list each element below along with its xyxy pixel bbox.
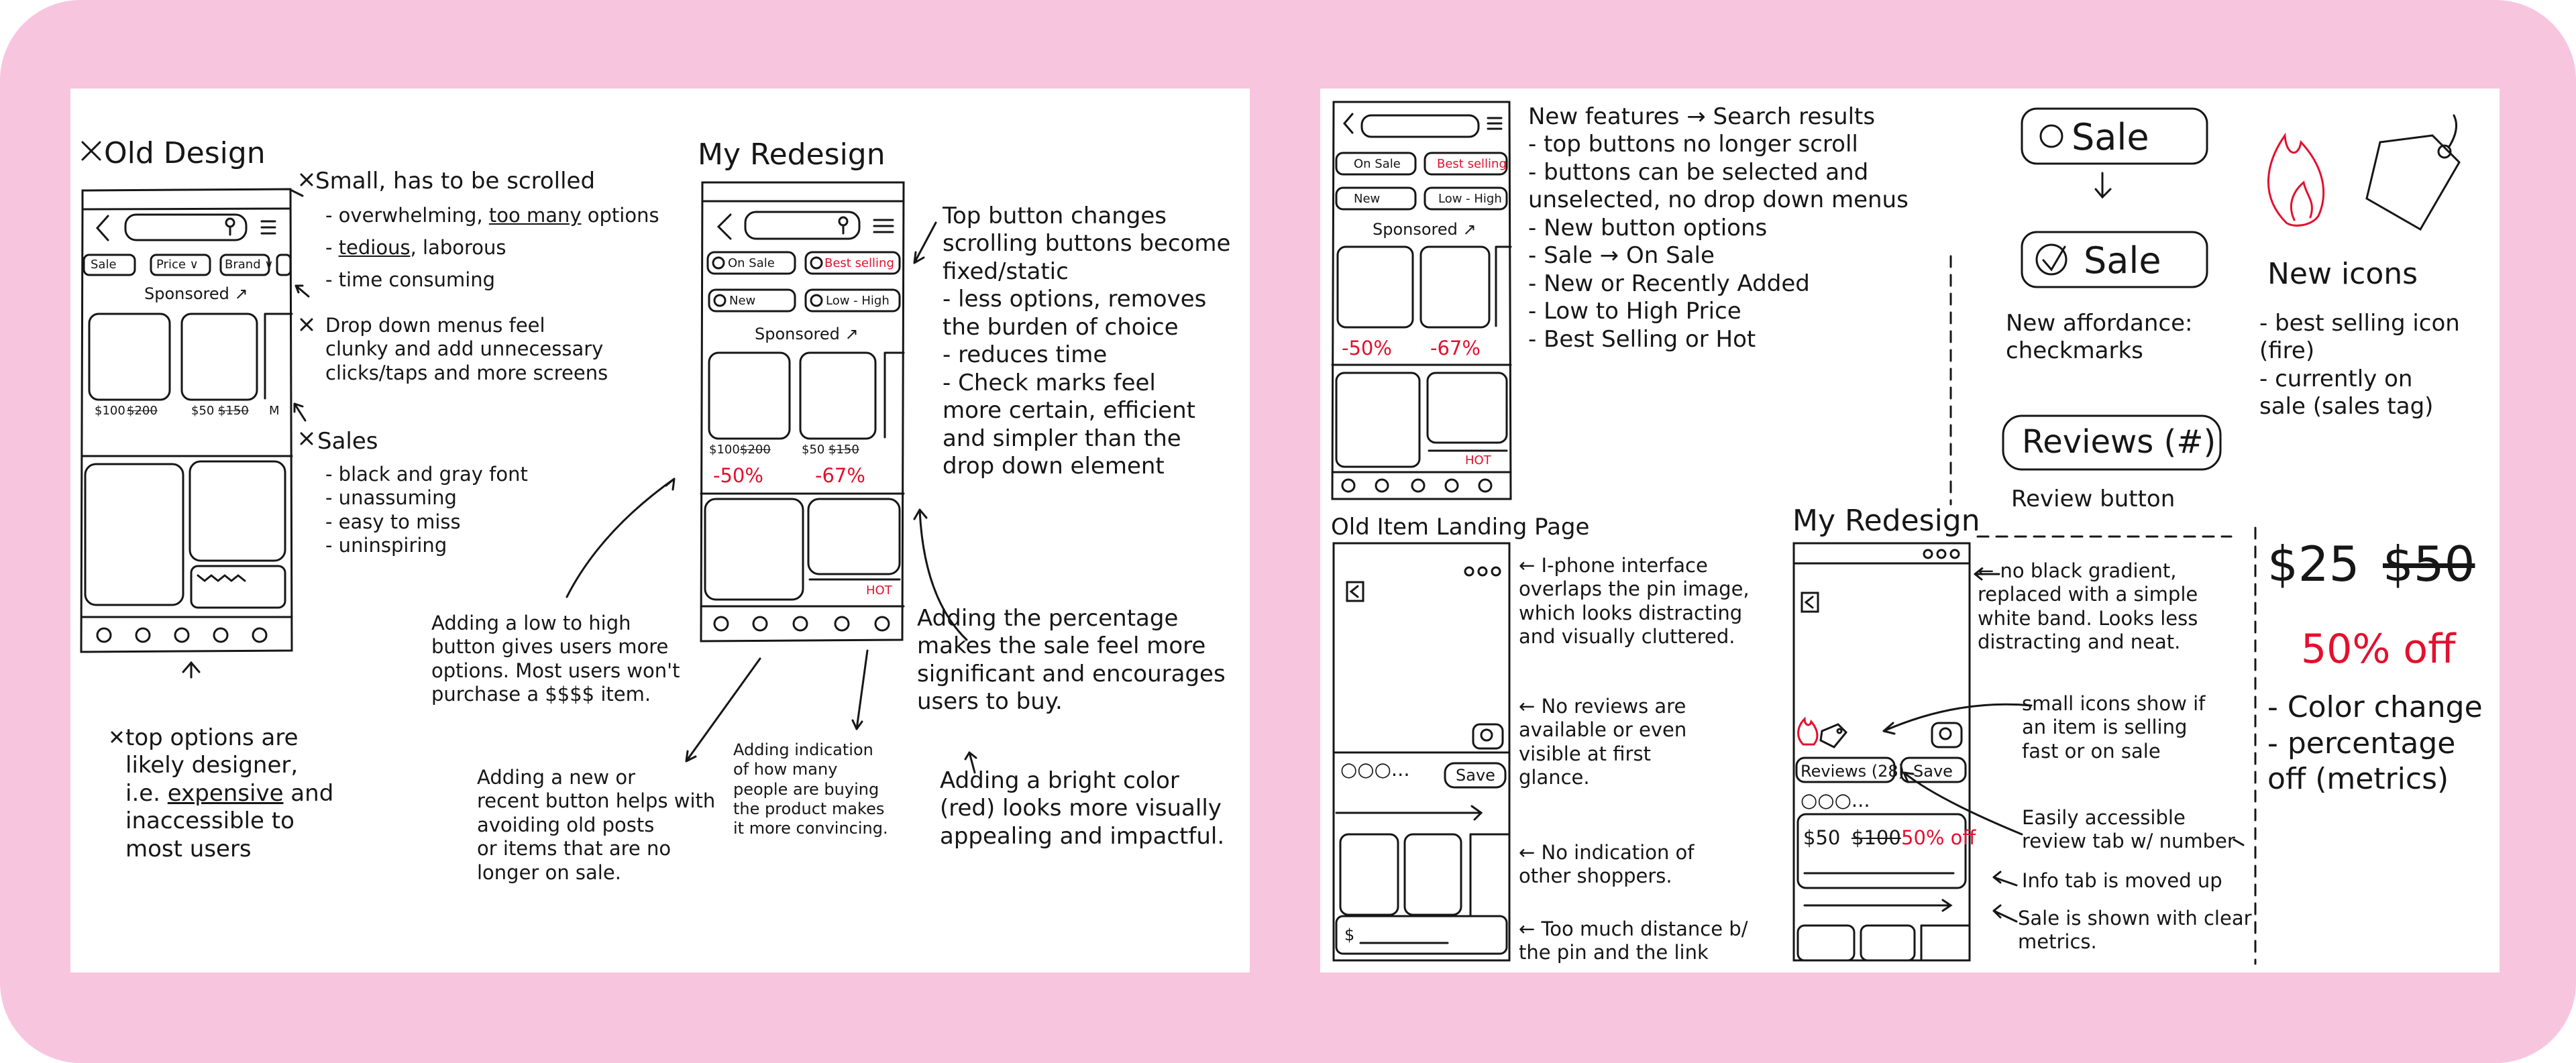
new-item-price: $50 [1803,826,1841,849]
note-top-button: Top button changes scrolling buttons bec… [943,203,1231,480]
btn-on-sale: On Sale [728,256,775,270]
old-price-2: $50 [191,404,215,418]
note-new-button: Adding a new or recent button helps with… [477,766,716,884]
old-item-title: Old Item Landing Page [1331,514,1590,541]
old-design-title: Old Design [104,136,266,170]
btn-low-high: Low - High [826,294,890,308]
old-design-phone [80,188,293,653]
note-sales-items: - black and gray font - unassuming - eas… [325,463,528,557]
note-small-title: Small, has to be scrolled [315,168,596,194]
old-item-note-2: ← No reviews are available or even visib… [1519,695,1687,789]
left-sketch-layer [80,141,977,774]
search-results-phone [1331,101,1512,500]
rs-btn-best-selling: Best selling [1437,157,1507,171]
old-item-price: $ [1344,926,1355,944]
old-filter-sale: Sale [91,258,117,272]
new-item-title: My Redesign [1792,504,1980,538]
price-change-notes: - Color change - percentage off (metrics… [2267,690,2483,797]
note-small-1: - overwhelming, too many options [325,204,659,227]
old-price-2-was: $150 [218,404,249,418]
re-percent-1: -50% [713,464,763,487]
new-item-note-1: ← no black gradient, replaced with a sim… [1978,559,2198,654]
old-item-note-4: ← Too much distance b/ the pin and the l… [1519,917,1748,964]
note-sales-title: Sales [317,428,378,455]
small-fire-icon [1797,716,1819,746]
search-icon [838,216,849,235]
redesign-title: My Redesign [698,137,885,172]
old-sponsored: Sponsored ↗ [144,284,248,303]
price-off: 50% off [2301,626,2456,673]
rs-percent-1: -50% [1342,337,1392,359]
note-small-2: - tedious, laborous [325,236,506,259]
re-price-1-was: $200 [740,443,771,457]
new-item-save[interactable]: Save [1913,762,1953,781]
reviews-button: Reviews (#) [2022,423,2216,461]
note-small-3: - time consuming [325,268,496,291]
new-item-note-3: Easily accessible review tab w/ number [2022,806,2235,853]
btn-best-selling: Best selling [824,256,894,270]
old-item-note-1: ← I-phone interface overlaps the pin ima… [1519,554,1750,649]
old-item-note-3: ← No indication of other shoppers. [1519,841,1695,888]
new-item-old-price: $100 [1851,826,1901,849]
rs-btn-on-sale: On Sale [1354,157,1401,171]
sale-box-before: Sale [2072,116,2149,158]
new-item-reviews[interactable]: Reviews (28) [1801,762,1905,781]
new-item-dots: ○○○... [1801,789,1870,812]
re-hot-label: HOT [866,583,892,598]
new-features-notes: New features → Search results - top butt… [1528,103,1909,353]
redesign-phone [700,181,905,642]
note-indication: Adding indication of how many people are… [733,740,888,838]
new-icons-title: New icons [2267,257,2418,291]
small-tag-icon [1819,723,1848,748]
old-price-1-was: $200 [127,404,158,418]
redesign-sponsored: Sponsored ↗ [755,325,859,343]
old-price-1: $100 [95,404,125,418]
new-icons-list: - best selling icon (fire) - currently o… [2259,310,2460,421]
rs-btn-new: New [1354,192,1381,206]
old-item-dots: ○○○... [1340,758,1410,781]
sales-tag-icon [2365,114,2461,231]
old-filter-price: Price ∨ [156,258,199,272]
re-price-2-was: $150 [828,443,859,457]
old-filter-brand: Brand ∨ [225,258,274,272]
old-item-phone [1332,542,1511,962]
note-top-options: top options are likely designer, i.e. ex… [125,724,334,862]
rs-hot-label: HOT [1465,453,1491,467]
note-low-high: Adding a low to high button gives users … [431,612,680,706]
re-price-2: $50 [802,443,825,457]
re-percent-2: -67% [815,464,865,487]
note-dropdown: Drop down menus feel clunky and add unne… [325,314,608,384]
left-board: Old Design Sale Price ∨ Brand ∨ Sponsore… [70,89,1250,972]
review-button-caption: Review button [2011,486,2176,512]
new-item-off: 50% off [1901,826,1976,849]
re-price-1: $100 [709,443,740,457]
new-item-note-2: small icons show if an item is selling f… [2022,692,2206,763]
old-item-save: Save [1456,766,1495,785]
old-price-3: M [269,404,280,418]
note-bright-color: Adding a bright color (red) looks more v… [940,767,1225,850]
sale-box-after: Sale [2084,239,2161,282]
rs-percent-2: -67% [1430,337,1481,359]
fire-icon [2267,132,2324,227]
note-percentage: Adding the percentage makes the sale fee… [917,605,1226,716]
right-board: On Sale Best selling New Low - High Spon… [1320,89,2500,972]
rs-btn-low-high: Low - High [1438,192,1502,206]
rs-sponsored: Sponsored ↗ [1373,220,1477,239]
new-item-phone [1792,542,1971,962]
new-item-note-4: Info tab is moved up [2022,869,2222,892]
old-price: $50 [2383,536,2475,592]
right-sketch-layer [1331,101,2461,965]
search-icon [225,217,235,236]
btn-new: New [729,294,756,308]
affordance-caption: New affordance: checkmarks [2006,310,2193,365]
new-price: $25 [2267,536,2360,592]
new-item-note-5: Sale is shown with clear metrics. [2018,907,2252,954]
